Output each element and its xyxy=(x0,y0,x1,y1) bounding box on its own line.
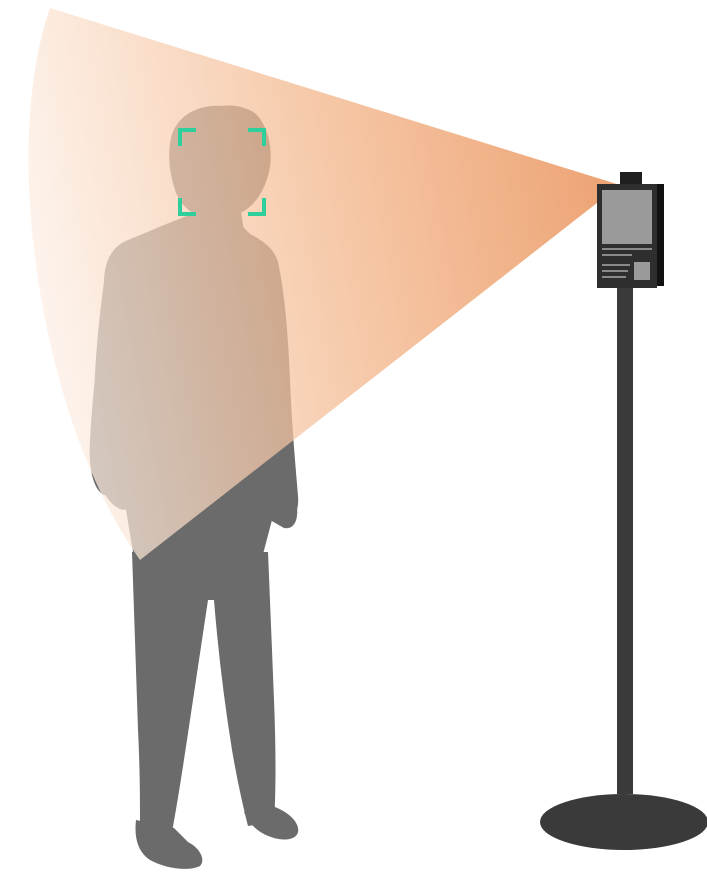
kiosk-info-line-2 xyxy=(602,254,632,256)
stand-base xyxy=(540,794,707,850)
kiosk-qr-box xyxy=(634,262,650,280)
kiosk-camera-top xyxy=(620,172,642,186)
kiosk-info-line-1 xyxy=(602,248,652,250)
camera-beam xyxy=(28,8,620,560)
stand-pole xyxy=(617,282,633,794)
kiosk-screen xyxy=(602,190,652,244)
kiosk-info-line-3 xyxy=(602,264,630,266)
kiosk-device xyxy=(597,172,664,288)
kiosk-info-line-5 xyxy=(602,276,626,278)
kiosk-info-line-4 xyxy=(602,270,628,272)
